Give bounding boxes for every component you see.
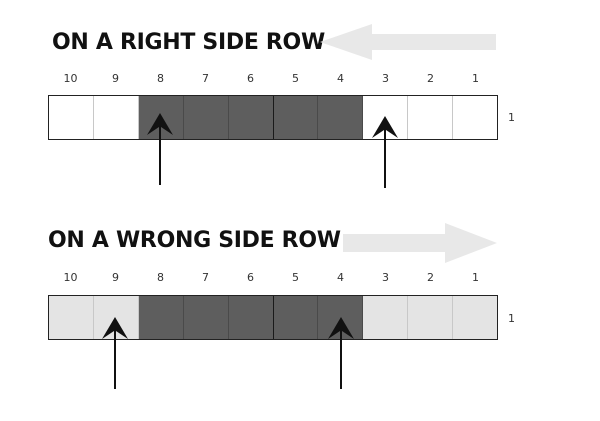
stitch-number: 2	[427, 271, 434, 284]
stitch-number-labels: 10 9 8 7 6 5 4 3 2 1	[48, 271, 498, 287]
up-arrow-pointer-icon	[102, 317, 128, 389]
stitch-cell	[408, 296, 454, 339]
stitch-number: 4	[337, 271, 344, 284]
stitch-cell	[408, 96, 454, 139]
stitch-number: 6	[247, 271, 254, 284]
stitch-number: 1	[472, 72, 479, 85]
stitch-number: 3	[382, 271, 389, 284]
stitch-cell	[453, 96, 497, 139]
stitch-cell	[94, 96, 139, 139]
stitch-row	[48, 295, 498, 340]
worked-stitch-cell	[183, 96, 229, 139]
stitch-row	[48, 95, 498, 140]
right-direction-arrow-icon	[343, 223, 497, 263]
up-arrow-pointer-icon	[147, 113, 173, 185]
stitch-number: 5	[292, 72, 299, 85]
right-side-row-title: ON A RIGHT SIDE ROW	[52, 30, 325, 55]
wrong-side-row-section: ON A WRONG SIDE ROW 10 9 8 7 6 5 4 3 2 1…	[0, 200, 600, 421]
stitch-cell	[363, 296, 409, 339]
stitch-number: 8	[157, 271, 164, 284]
stitch-cell	[453, 296, 498, 339]
stitch-number: 2	[427, 72, 434, 85]
stitch-number: 9	[112, 72, 119, 85]
stitch-cell	[363, 96, 409, 139]
stitch-number: 10	[63, 72, 78, 85]
stitch-number: 8	[157, 72, 164, 85]
stitch-cell	[93, 296, 139, 339]
wrong-side-row-title: ON A WRONG SIDE ROW	[48, 228, 341, 253]
stitch-number: 9	[112, 271, 119, 284]
worked-stitch-cell	[273, 96, 319, 139]
worked-stitch-cell	[273, 296, 319, 339]
stitch-cell	[49, 96, 94, 139]
row-number-label: 1	[508, 312, 515, 325]
stitch-number: 6	[247, 72, 254, 85]
up-arrow-pointer-icon	[328, 317, 354, 389]
row-number-label: 1	[508, 111, 515, 124]
stitch-number-labels: 10 9 8 7 6 5 4 3 2 1	[48, 72, 498, 88]
stitch-cell	[49, 296, 94, 339]
up-arrow-pointer-icon	[372, 116, 398, 188]
worked-stitch-cell	[318, 96, 364, 139]
worked-stitch-cell	[138, 296, 184, 339]
stitch-number: 1	[472, 271, 479, 284]
stitch-number: 10	[63, 271, 78, 284]
stitch-number: 5	[292, 271, 299, 284]
left-direction-arrow-icon	[320, 24, 496, 60]
stitch-number: 7	[202, 271, 209, 284]
worked-stitch-cell	[183, 296, 229, 339]
right-side-row-section: ON A RIGHT SIDE ROW 10 9 8 7 6 5 4 3 2 1…	[0, 0, 600, 200]
stitch-number: 3	[382, 72, 389, 85]
stitch-number: 7	[202, 72, 209, 85]
worked-stitch-cell	[228, 296, 274, 339]
worked-stitch-cell	[228, 96, 274, 139]
stitch-number: 4	[337, 72, 344, 85]
